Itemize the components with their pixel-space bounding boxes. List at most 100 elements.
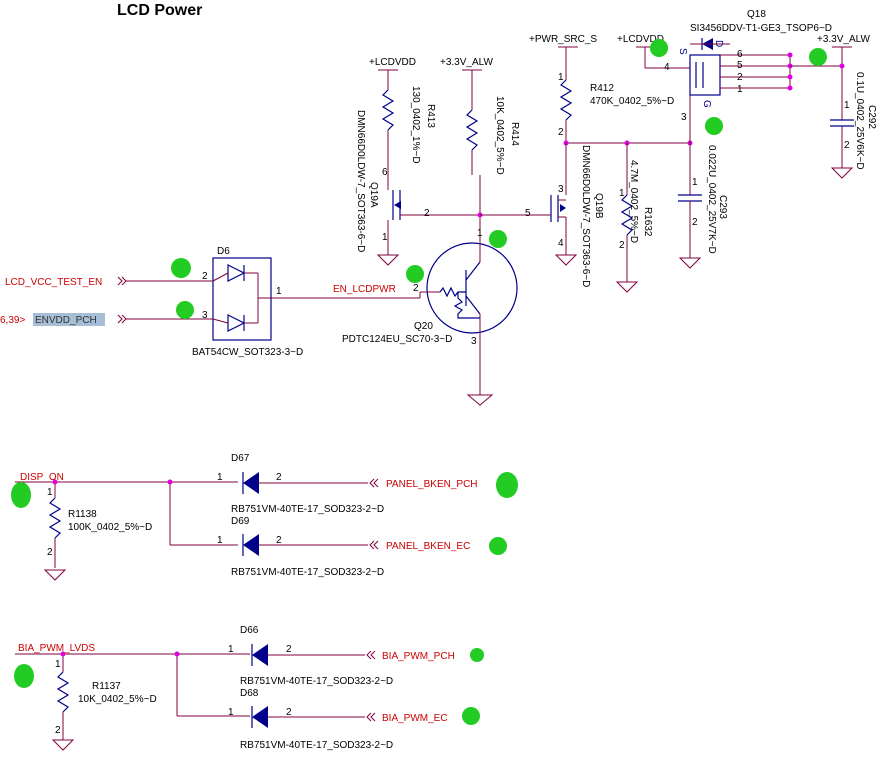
diode-d6: [212, 257, 272, 341]
resistor-r1632: [620, 143, 634, 282]
junction-q18-6: [787, 52, 793, 58]
marker-panel-bken-ec: [489, 537, 507, 555]
q18-pin3: 3: [681, 112, 687, 123]
net-bia-pwm-lvds[interactable]: BIA_PWM_LVDS: [18, 643, 95, 654]
diode-d67: [242, 472, 368, 494]
net-en-lcdpwr[interactable]: EN_LCDPWR: [333, 284, 396, 295]
q18-pin4: 4: [664, 62, 670, 73]
r1632-pin2: 2: [619, 240, 625, 251]
marker-lcdvdd: [650, 39, 668, 57]
d67-ref: D67: [231, 453, 250, 464]
q19a-pin1: 1: [382, 232, 388, 243]
offpage-lcd-vcc-test-en[interactable]: LCD_VCC_TEST_EN: [5, 276, 127, 288]
d68-value: RB751VM-40TE-17_SOD323-2~D: [240, 740, 393, 751]
r412-pin2: 2: [558, 127, 564, 138]
junction-q18-1: [787, 85, 793, 91]
q19b-pin4: 4: [558, 238, 564, 249]
net-envdd-pch[interactable]: ENVDD_PCH: [35, 315, 97, 326]
capacitor-c293: [678, 143, 702, 258]
marker-c293: [705, 117, 723, 135]
d67-pin2: 2: [276, 472, 282, 483]
r1137-pin2: 2: [55, 725, 61, 736]
d66-pin2: 2: [286, 644, 292, 655]
d69-pin1: 1: [217, 535, 223, 546]
marker-33v-alw: [809, 48, 827, 66]
r1137-ref: R1137: [92, 681, 121, 692]
q20-pin1: 1: [477, 228, 483, 239]
d66-pin1: 1: [228, 644, 234, 655]
net-bia-pwm-ec[interactable]: BIA_PWM_EC: [382, 713, 448, 724]
q20-ref: Q20: [414, 321, 433, 332]
ground-c293: [678, 257, 702, 269]
q18-pin5: 5: [737, 60, 743, 71]
offpage-bia-pwm-ec[interactable]: BIA_PWM_EC: [366, 712, 448, 724]
offpage-bia-pwm-pch[interactable]: BIA_PWM_PCH: [366, 650, 455, 662]
r1138-ref: R1138: [68, 509, 97, 520]
net-panel-bken-pch[interactable]: PANEL_BKEN_PCH: [386, 479, 478, 490]
resistor-r413: [381, 70, 395, 185]
net-panel-bken-ec[interactable]: PANEL_BKEN_EC: [386, 541, 470, 552]
q18-value: SI3456DDV-T1-GE3_TSOP6~D: [690, 23, 832, 34]
r1632-ref: R1632: [642, 207, 653, 237]
disp-on-wiring: [15, 481, 238, 568]
rail-lcdvdd-right: +LCDVDD: [617, 34, 664, 45]
r1138-pin1: 1: [47, 487, 53, 498]
r1137-pin1: 1: [55, 659, 61, 670]
c293-value: 0.022U_0402_25V7K~D: [706, 145, 717, 254]
r1138-pin2: 2: [47, 547, 53, 558]
c292-value: 0.1U_0402_25V6K~D: [854, 72, 865, 170]
d6-pin3: 3: [202, 310, 208, 321]
marker-panel-bken-pch: [496, 472, 518, 498]
d69-ref: D69: [231, 516, 250, 527]
r1138-value: 100K_0402_5%~D: [68, 522, 152, 533]
diode-d66: [251, 644, 365, 666]
c293-pin2: 2: [692, 217, 698, 228]
ground-r1138: [43, 569, 67, 581]
q19a-ref: Q19A: [368, 182, 379, 208]
q19b-ref: Q19B: [593, 193, 604, 219]
q19a-pin2: 2: [424, 208, 430, 219]
page-title: LCD Power: [117, 2, 202, 19]
q20-value: PDTC124EU_SC70-3~D: [342, 334, 452, 345]
ground-c292: [830, 167, 854, 179]
c292-ref: C292: [866, 105, 877, 129]
envdd-highlight: [33, 313, 105, 326]
d69-value: RB751VM-40TE-17_SOD323-2~D: [231, 567, 384, 578]
r412-ref: R412: [590, 83, 614, 94]
diode-d68: [251, 706, 365, 728]
q19a-value: DMN66D0LDW-7_SOT363-6~D: [355, 110, 366, 252]
marker-q20-collector: [489, 230, 507, 248]
q18-pin6: 6: [737, 49, 743, 60]
d67-value: RB751VM-40TE-17_SOD323-2~D: [231, 504, 384, 515]
d6-value: BAT54CW_SOT323-3~D: [192, 347, 303, 358]
q18-pin2: 2: [737, 72, 743, 83]
r1137-value: 10K_0402_5%~D: [78, 694, 157, 705]
q18-g-label: G: [701, 100, 712, 108]
net-bia-pwm-pch[interactable]: BIA_PWM_PCH: [382, 651, 455, 662]
marker-envdd-pch: [176, 301, 194, 319]
d66-ref: D66: [240, 625, 259, 636]
junction-disp-on-d: [167, 479, 173, 485]
d68-pin1: 1: [228, 707, 234, 718]
offpage-envdd-pch[interactable]: 6,39> ENVDD_PCH: [0, 313, 127, 326]
r413-value: 130_0402_1%~D: [410, 86, 421, 164]
mosfet-q19b: [480, 143, 567, 255]
net-disp-on[interactable]: DISP_ON: [20, 472, 64, 483]
marker-bia-pwm-ec: [462, 707, 480, 725]
transistor-q20: [420, 240, 518, 395]
ground-q20: [466, 394, 494, 406]
q18-s-label: S: [677, 48, 688, 55]
r1632-pin1: 1: [619, 188, 625, 199]
mosfet-q18: [644, 38, 791, 143]
net-lcd-vcc-test-en[interactable]: LCD_VCC_TEST_EN: [5, 277, 102, 288]
offpage-panel-bken-pch[interactable]: PANEL_BKEN_PCH: [369, 478, 478, 490]
d6-ref: D6: [217, 246, 230, 257]
r414-value: 10K_0402_5%~D: [494, 96, 505, 175]
c292-pin2: 2: [844, 140, 850, 151]
c293-pin1: 1: [692, 177, 698, 188]
q20-pin2: 2: [413, 283, 419, 294]
ground-r1632: [615, 281, 639, 293]
q19b-value: DMN66D0LDW-7_SOT363-6~D: [580, 145, 591, 287]
offpage-panel-bken-ec[interactable]: PANEL_BKEN_EC: [369, 540, 470, 552]
